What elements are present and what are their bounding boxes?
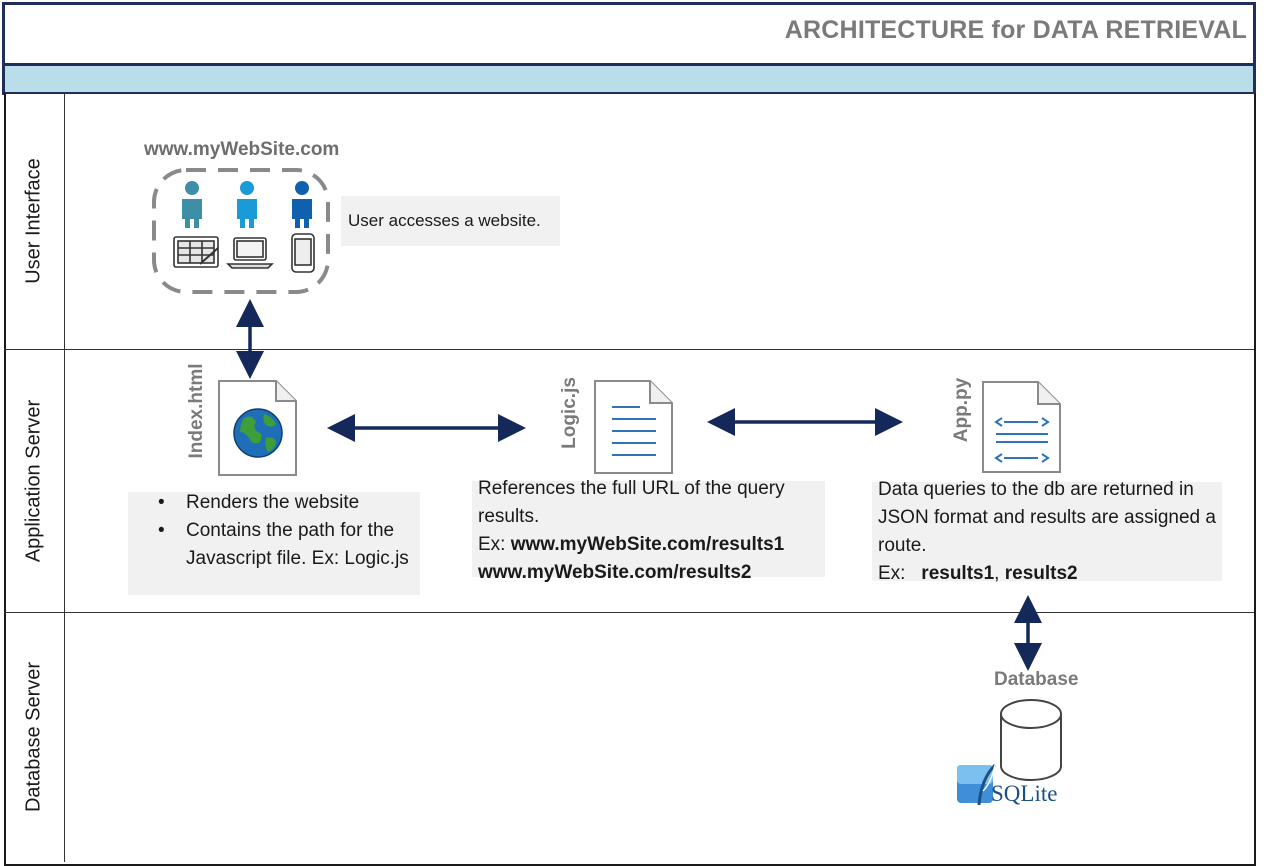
lane-divider xyxy=(4,612,1254,613)
users-devices-group xyxy=(152,168,330,294)
app-py-file-icon xyxy=(982,381,1061,473)
app-route-1: results1 xyxy=(921,563,995,584)
user-access-note-text: User accesses a website. xyxy=(348,211,541,230)
logic-note-example-2: www.myWebSite.com/results2 xyxy=(478,559,825,587)
logic-ex-prefix: Ex: xyxy=(478,534,511,555)
code-icon xyxy=(994,417,1050,463)
diagram-title: ARCHITECTURE for DATA RETRIEVAL xyxy=(784,16,1247,44)
logic-note-line: References the full URL of the query res… xyxy=(478,478,785,527)
app-route-2: results2 xyxy=(1004,563,1078,584)
index-file-notes: Renders the website Contains the path fo… xyxy=(128,489,420,595)
logic-file-label: Logic.js xyxy=(559,377,580,449)
database-cylinder-icon xyxy=(1000,699,1062,781)
app-route-sep: , xyxy=(994,563,1005,584)
logic-url-2: www.myWebSite.com/results2 xyxy=(478,562,752,583)
logic-js-file-icon xyxy=(594,380,673,474)
logic-note-example-1: Ex: www.myWebSite.com/results1 xyxy=(478,531,825,559)
lane-label-column-divider xyxy=(64,94,65,862)
person-icon xyxy=(182,181,202,228)
sqlite-logo-text: SQLite xyxy=(991,781,1058,806)
user-access-note: User accesses a website. xyxy=(341,196,560,246)
person-icon xyxy=(237,181,257,228)
sqlite-logo: SQLite xyxy=(955,761,1073,809)
app-file-label: App.py xyxy=(951,377,972,443)
website-label: www.myWebSite.com xyxy=(144,139,340,160)
sqlite-feather-icon xyxy=(957,763,997,806)
app-note-example: Ex: results1, results2 xyxy=(878,560,1222,588)
document-lines-icon xyxy=(612,406,656,456)
logic-url-1: www.myWebSite.com/results1 xyxy=(510,534,785,555)
globe-icon xyxy=(233,408,283,458)
database-label: Database xyxy=(994,669,1079,690)
app-ex-prefix: Ex: xyxy=(878,563,922,584)
logic-file-notes: References the full URL of the query res… xyxy=(472,478,825,583)
phone-icon xyxy=(291,233,315,273)
person-icon xyxy=(292,181,312,228)
lane-divider xyxy=(4,349,1254,350)
laptop-icon xyxy=(226,237,274,269)
index-html-file-icon xyxy=(218,380,297,476)
app-file-notes: Data queries to the db are returned in J… xyxy=(872,479,1222,584)
index-bullet-path: Contains the path for the Javascript fil… xyxy=(158,517,420,573)
app-note-line: Data queries to the db are returned in J… xyxy=(878,479,1216,556)
tablet-icon xyxy=(173,236,219,268)
index-bullet-render: Renders the website xyxy=(158,489,420,517)
index-file-label: Index.html xyxy=(186,363,207,459)
